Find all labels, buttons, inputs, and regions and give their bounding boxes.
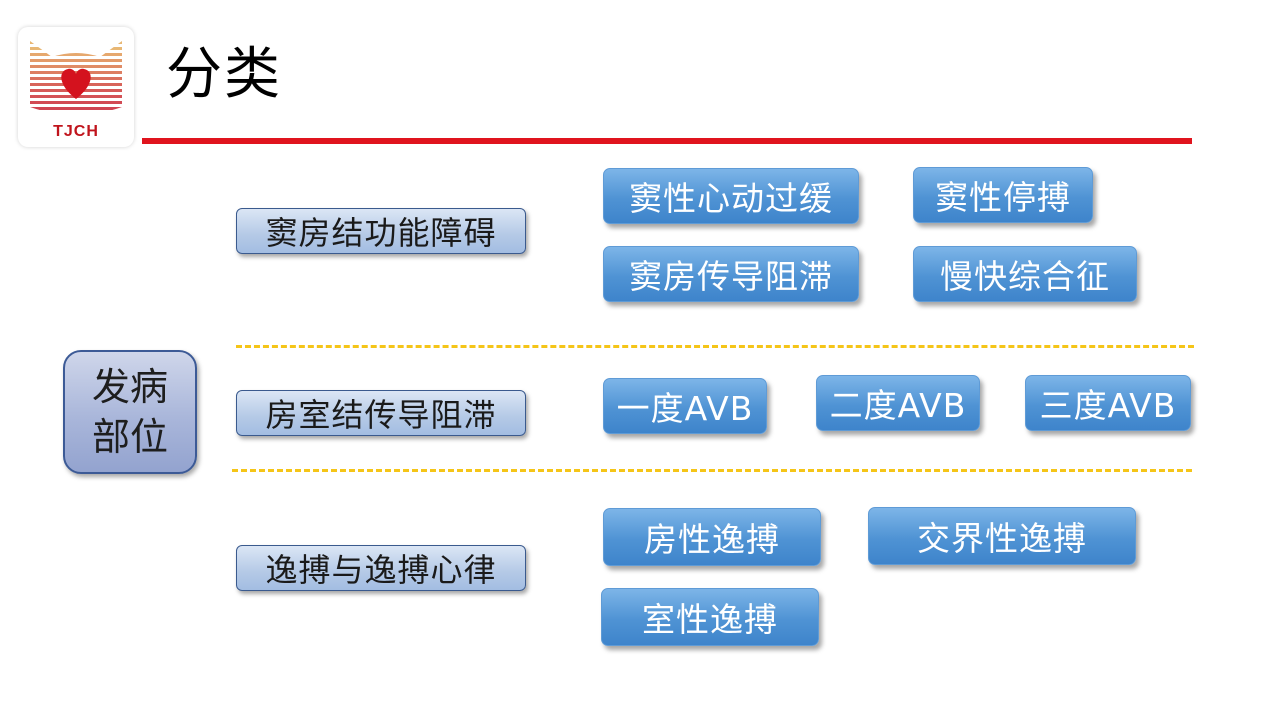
root-node: 发病 部位 xyxy=(63,350,197,474)
root-label-line2: 部位 xyxy=(91,415,168,459)
root-label-line1: 发病 xyxy=(91,365,168,409)
category-node: 房室结传导阻滞 xyxy=(236,390,526,436)
section-divider xyxy=(236,345,1194,348)
leaf-node: 二度AVB xyxy=(816,375,980,431)
leaf-node: 慢快综合征 xyxy=(913,246,1137,302)
leaf-node: 一度AVB xyxy=(603,378,767,434)
category-node: 窦房结功能障碍 xyxy=(236,208,526,254)
section-divider xyxy=(232,469,1192,472)
heart-cat-logo-icon xyxy=(30,41,122,110)
title-underline xyxy=(142,138,1192,144)
leaf-node: 交界性逸搏 xyxy=(868,507,1136,565)
leaf-node: 房性逸搏 xyxy=(603,508,821,566)
category-node: 逸搏与逸搏心律 xyxy=(236,545,526,591)
page-title: 分类 xyxy=(166,42,282,107)
leaf-node: 室性逸搏 xyxy=(601,588,819,646)
leaf-node: 窦房传导阻滞 xyxy=(603,246,859,302)
hospital-logo: TJCH xyxy=(18,27,134,147)
logo-text: TJCH xyxy=(53,123,99,140)
leaf-node: 窦性心动过缓 xyxy=(603,168,859,224)
leaf-node: 窦性停搏 xyxy=(913,167,1093,223)
leaf-node: 三度AVB xyxy=(1025,375,1191,431)
